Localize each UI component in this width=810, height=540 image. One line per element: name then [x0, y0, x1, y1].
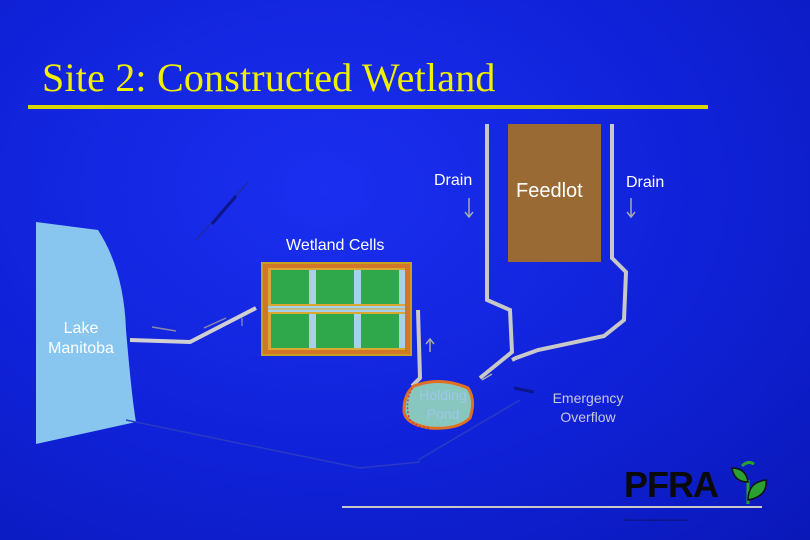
lake-manitoba-shape: [36, 222, 136, 444]
wetland-cell-6: [361, 314, 399, 348]
drain-arrow-right: [626, 198, 636, 219]
flow-arrow-holding: [481, 373, 493, 381]
holding-pond-label: Holding Pond: [406, 386, 480, 424]
lake-label-line2: Manitoba: [48, 340, 114, 357]
drain-arrow-left: [464, 198, 474, 219]
background-field-line: [125, 419, 421, 469]
wetland-cell-3: [361, 270, 399, 304]
wetland-cell-5: [316, 314, 354, 348]
wetland-feed-channel: [410, 309, 423, 388]
emergency-overflow-arrow: [513, 386, 535, 394]
emergency-overflow-label: Emergency Overflow: [538, 389, 638, 427]
wetland-cell-1: [271, 270, 309, 304]
lake-manitoba-label: Lake Manitoba: [36, 319, 126, 359]
holding-label-line1: Holding: [419, 387, 467, 403]
feedlot-label: Feedlot: [516, 180, 583, 202]
outflow-arrow-2: [203, 317, 227, 329]
drain-channel-left: [478, 124, 515, 380]
title-underline: [28, 105, 708, 109]
slide-title: Site 2: Constructed Wetland: [42, 55, 496, 100]
outflow-arrow-1: [151, 326, 177, 332]
holding-label-line2: Pond: [426, 406, 460, 422]
wetland-cell-2: [316, 270, 354, 304]
pfra-leaf-icon: [731, 460, 767, 504]
lake-label-line1: Lake: [63, 320, 99, 337]
holding-pond-shape: [402, 380, 475, 430]
logo-underline: [342, 506, 762, 508]
background-drain-arrow: [210, 195, 238, 225]
drain-label-right: Drain: [626, 174, 665, 191]
pfra-logo-text: PFRA: [624, 464, 719, 505]
background-field-line-2: [417, 399, 521, 461]
drain-label-left: Drain: [434, 172, 473, 189]
flow-arrow-up: [425, 337, 435, 352]
pfra-tagline: Prairie Farm Rehabilitation Administrati…: [624, 518, 688, 522]
feedlot-shape: [508, 124, 601, 262]
wetland-cells-label: Wetland Cells: [286, 237, 385, 254]
wetland-cell-4: [271, 314, 309, 348]
wetland-cells: [261, 262, 412, 356]
drain-channel-right: [511, 124, 629, 362]
emergency-label-line1: Emergency: [552, 390, 624, 406]
outflow-channel: [129, 306, 257, 345]
emergency-label-line2: Overflow: [560, 409, 616, 425]
